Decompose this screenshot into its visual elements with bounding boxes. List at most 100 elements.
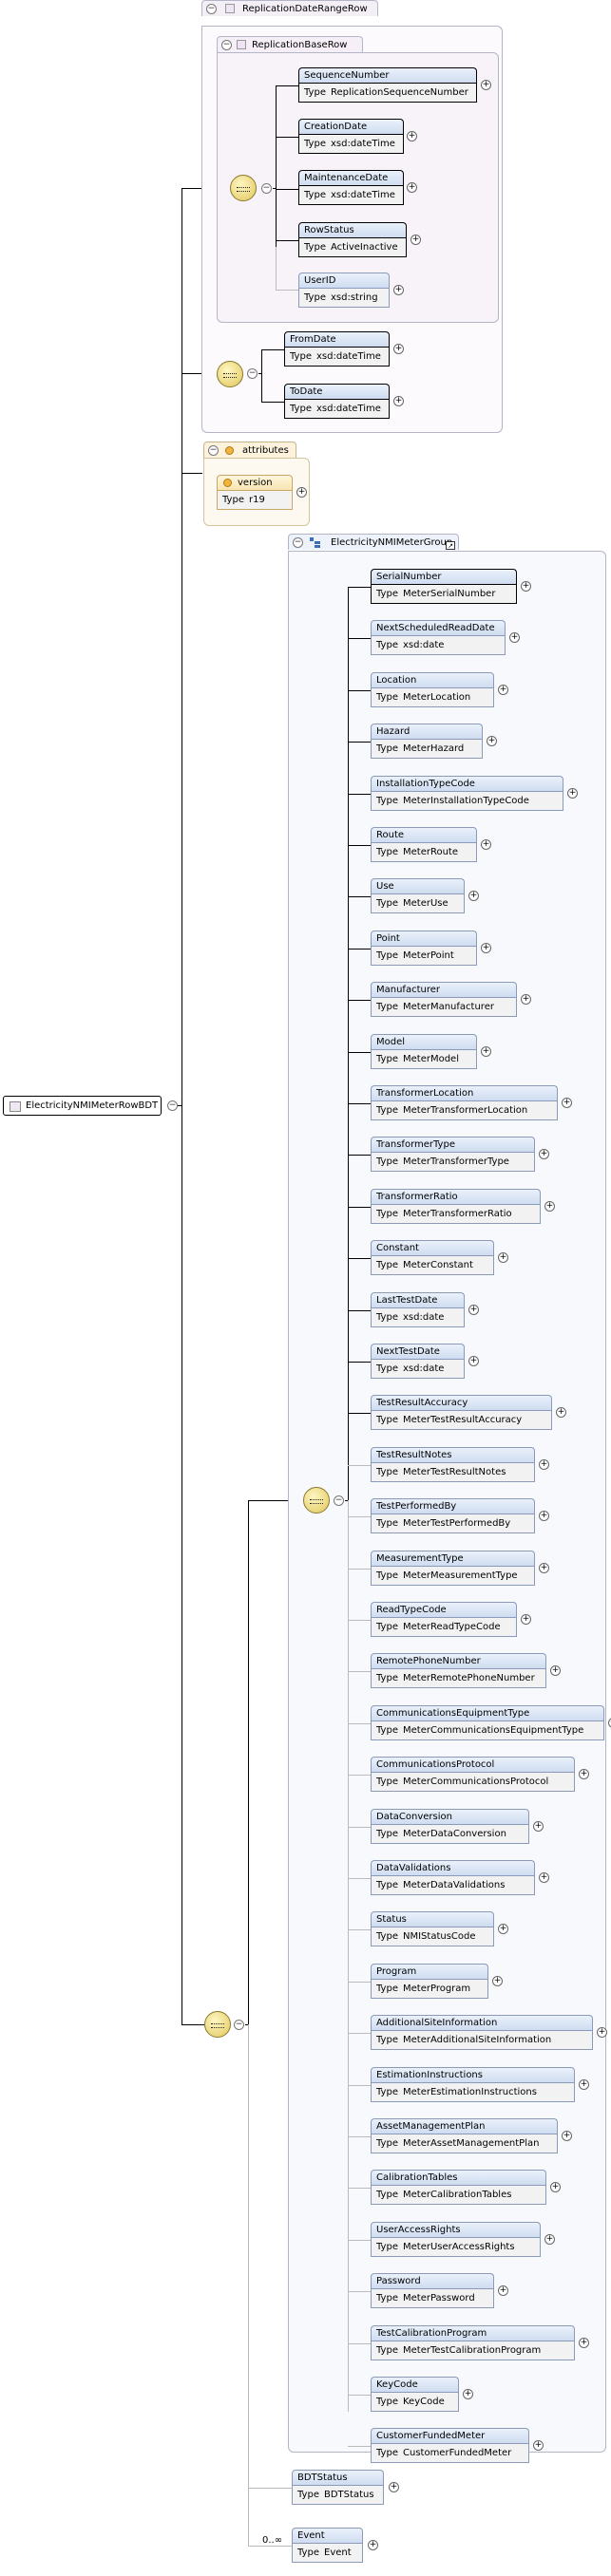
type-label: Type <box>304 87 326 98</box>
expand-icon[interactable]: + <box>468 1305 479 1315</box>
expand-icon[interactable]: + <box>468 1356 479 1366</box>
attribute-icon <box>225 446 234 455</box>
expand-icon[interactable]: + <box>393 344 404 354</box>
expand-icon[interactable]: + <box>296 487 307 498</box>
expand-icon[interactable]: + <box>562 1098 572 1108</box>
expand-icon[interactable]: + <box>481 943 491 953</box>
expand-icon[interactable]: + <box>498 1252 508 1263</box>
connector <box>348 1052 371 1053</box>
expand-icon[interactable]: + <box>411 235 421 245</box>
type-label: Type <box>376 1518 398 1529</box>
expand-icon[interactable]: + <box>509 632 520 643</box>
element-name: AssetManagementPlan <box>371 2118 558 2134</box>
connector <box>276 247 277 290</box>
connector <box>348 1000 371 1001</box>
expand-icon[interactable]: + <box>393 396 404 406</box>
collapse-toggle[interactable]: − <box>261 183 272 194</box>
expand-icon[interactable]: + <box>487 736 497 746</box>
expand-icon[interactable]: + <box>521 1614 531 1625</box>
expand-icon[interactable]: + <box>498 685 508 695</box>
type-label: Type <box>297 2548 319 2558</box>
expand-icon[interactable]: + <box>481 839 491 850</box>
expand-icon[interactable]: + <box>481 1046 491 1057</box>
expand-icon[interactable]: + <box>539 1149 549 1159</box>
attributes-tab[interactable]: − attributes <box>203 442 296 458</box>
replication-date-range-tab[interactable]: − ReplicationDateRangeRow <box>201 0 378 16</box>
element-name: CommunicationsProtocol <box>371 1757 575 1772</box>
expand-icon[interactable]: + <box>521 581 531 592</box>
element-name: TransformerRatio <box>371 1189 541 1204</box>
link-arrow-icon[interactable]: ↗ <box>446 541 455 550</box>
connector <box>348 1982 371 1983</box>
element-name: Location <box>371 672 494 687</box>
expand-icon[interactable]: + <box>544 1201 555 1212</box>
collapse-toggle[interactable]: − <box>293 537 303 548</box>
expand-icon[interactable]: + <box>539 1511 549 1521</box>
root-element[interactable]: ElectricityNMIMeterRowBDT <box>3 1096 162 1116</box>
expand-icon[interactable]: + <box>368 2540 378 2550</box>
expand-icon[interactable]: + <box>562 2131 572 2141</box>
root-collapse-toggle[interactable]: − <box>167 1100 178 1111</box>
collapse-toggle[interactable]: − <box>234 2020 244 2030</box>
expand-icon[interactable]: + <box>533 1821 544 1832</box>
expand-icon[interactable]: + <box>539 1872 549 1883</box>
collapse-toggle[interactable]: − <box>334 1495 344 1506</box>
element-name: TransformerType <box>371 1137 535 1152</box>
replication-base-row-tab[interactable]: − ReplicationBaseRow <box>217 36 363 52</box>
expand-icon[interactable]: + <box>468 891 479 901</box>
expand-icon[interactable]: + <box>579 2079 589 2090</box>
expand-icon[interactable]: + <box>579 1769 589 1779</box>
expand-icon[interactable]: + <box>556 1407 566 1418</box>
collapse-toggle[interactable]: − <box>247 368 258 379</box>
expand-icon[interactable]: + <box>492 1976 503 1986</box>
type-value: xsd:date <box>403 1312 445 1323</box>
type-value: MeterTestCalibrationProgram <box>403 2345 542 2356</box>
expand-icon[interactable]: + <box>544 2234 555 2245</box>
expand-icon[interactable]: + <box>539 1563 549 1573</box>
expand-icon[interactable]: + <box>521 994 531 1005</box>
expand-icon[interactable]: + <box>463 2389 473 2399</box>
collapse-toggle[interactable]: − <box>208 445 219 456</box>
element-name: TestCalibrationProgram <box>371 2325 575 2341</box>
expand-icon[interactable]: + <box>539 1459 549 1470</box>
collapse-toggle[interactable]: − <box>206 4 217 14</box>
expand-icon[interactable]: + <box>498 1924 508 1934</box>
type-label: Type <box>376 2345 398 2356</box>
element-name: CalibrationTables <box>371 2170 546 2185</box>
expand-icon[interactable]: + <box>481 80 491 90</box>
expand-icon[interactable]: + <box>407 182 417 193</box>
expand-icon[interactable]: + <box>550 1665 561 1676</box>
expand-icon[interactable]: + <box>579 2338 589 2348</box>
element-name: SequenceNumber <box>298 67 477 83</box>
type-label: Type <box>376 1002 398 1012</box>
collapse-toggle[interactable]: − <box>221 40 232 50</box>
expand-icon[interactable]: + <box>533 2440 544 2451</box>
connector <box>348 2240 371 2241</box>
expand-icon[interactable]: + <box>389 2482 399 2492</box>
element-name: Password <box>371 2273 494 2288</box>
expand-icon[interactable]: + <box>567 788 578 799</box>
connector <box>348 587 349 1500</box>
expand-icon[interactable]: + <box>393 285 404 295</box>
expand-icon[interactable]: + <box>407 131 417 141</box>
expand-icon[interactable]: + <box>550 2182 561 2192</box>
meter-group-tab[interactable]: − ElectricityNMIMeterGroup ↗ <box>288 534 459 550</box>
expand-icon[interactable]: + <box>498 2285 508 2296</box>
expand-icon[interactable]: + <box>597 2027 607 2038</box>
complex-type-icon <box>10 1101 21 1112</box>
connector <box>348 1207 371 1208</box>
type-label: Type <box>376 1725 398 1736</box>
